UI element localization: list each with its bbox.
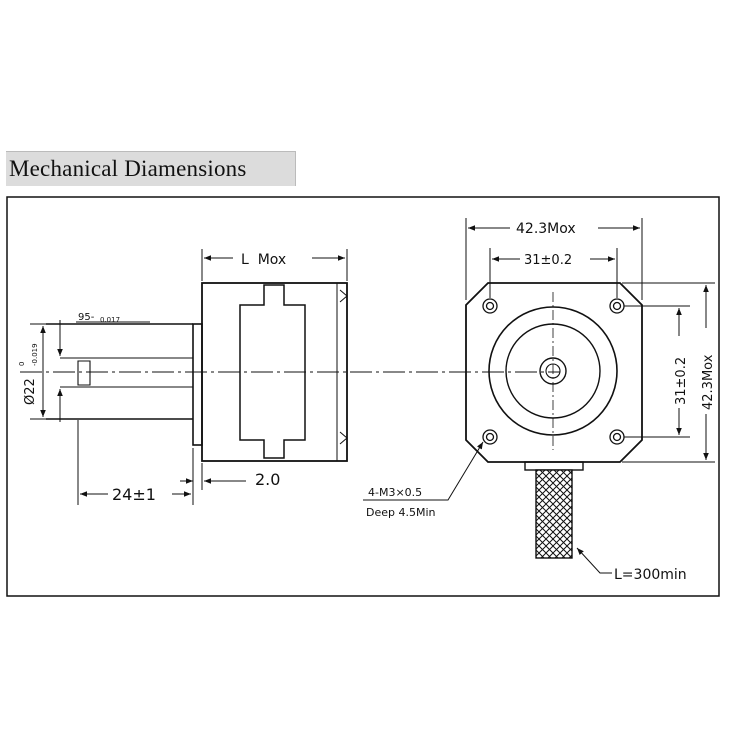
- label-shaft-tol-lower: -0.019: [31, 343, 39, 366]
- label-flange: 2.0: [255, 470, 280, 489]
- side-view: [30, 249, 348, 505]
- end-cap-notch-2: [339, 431, 348, 445]
- label-flat: 95-: [78, 312, 95, 323]
- drawing-frame: [6, 196, 720, 597]
- label-width-max: 42.3Mox: [516, 221, 576, 237]
- mounting-hole: [609, 429, 625, 445]
- label-cable-length: L=300min: [614, 567, 687, 583]
- label-thread: 4-M3×0.5: [368, 486, 422, 499]
- title-banner: Mechanical Diamensions: [6, 151, 296, 186]
- label-shaft-diameter: Ø22: [23, 378, 38, 405]
- mounting-hole: [482, 429, 498, 445]
- label-flat-tol: 0.017: [100, 316, 120, 324]
- diagram-title: Mechanical Diamensions: [9, 156, 247, 181]
- label-l-max: L Mox: [241, 252, 286, 268]
- end-cap-notch: [339, 289, 348, 303]
- label-shaft-length: 24±1: [112, 485, 156, 504]
- front-face-outline: [465, 282, 643, 463]
- front-view: [363, 218, 715, 574]
- label-depth: Deep 4.5Min: [366, 506, 436, 519]
- label-hole-spacing: 31±0.2: [524, 253, 572, 268]
- flange-boss: [192, 323, 203, 446]
- cable-sleeve: [535, 469, 573, 559]
- mounting-hole: [609, 298, 625, 314]
- label-height-max: 42.3Mox: [701, 354, 716, 410]
- cable-connector: [524, 461, 584, 471]
- shaft-keyway: [77, 360, 91, 386]
- label-hole-spacing-vertical: 31±0.2: [674, 357, 689, 405]
- mounting-hole: [482, 298, 498, 314]
- label-shaft-tol-upper: 0: [18, 362, 26, 366]
- motor-inner-outline: [239, 284, 306, 459]
